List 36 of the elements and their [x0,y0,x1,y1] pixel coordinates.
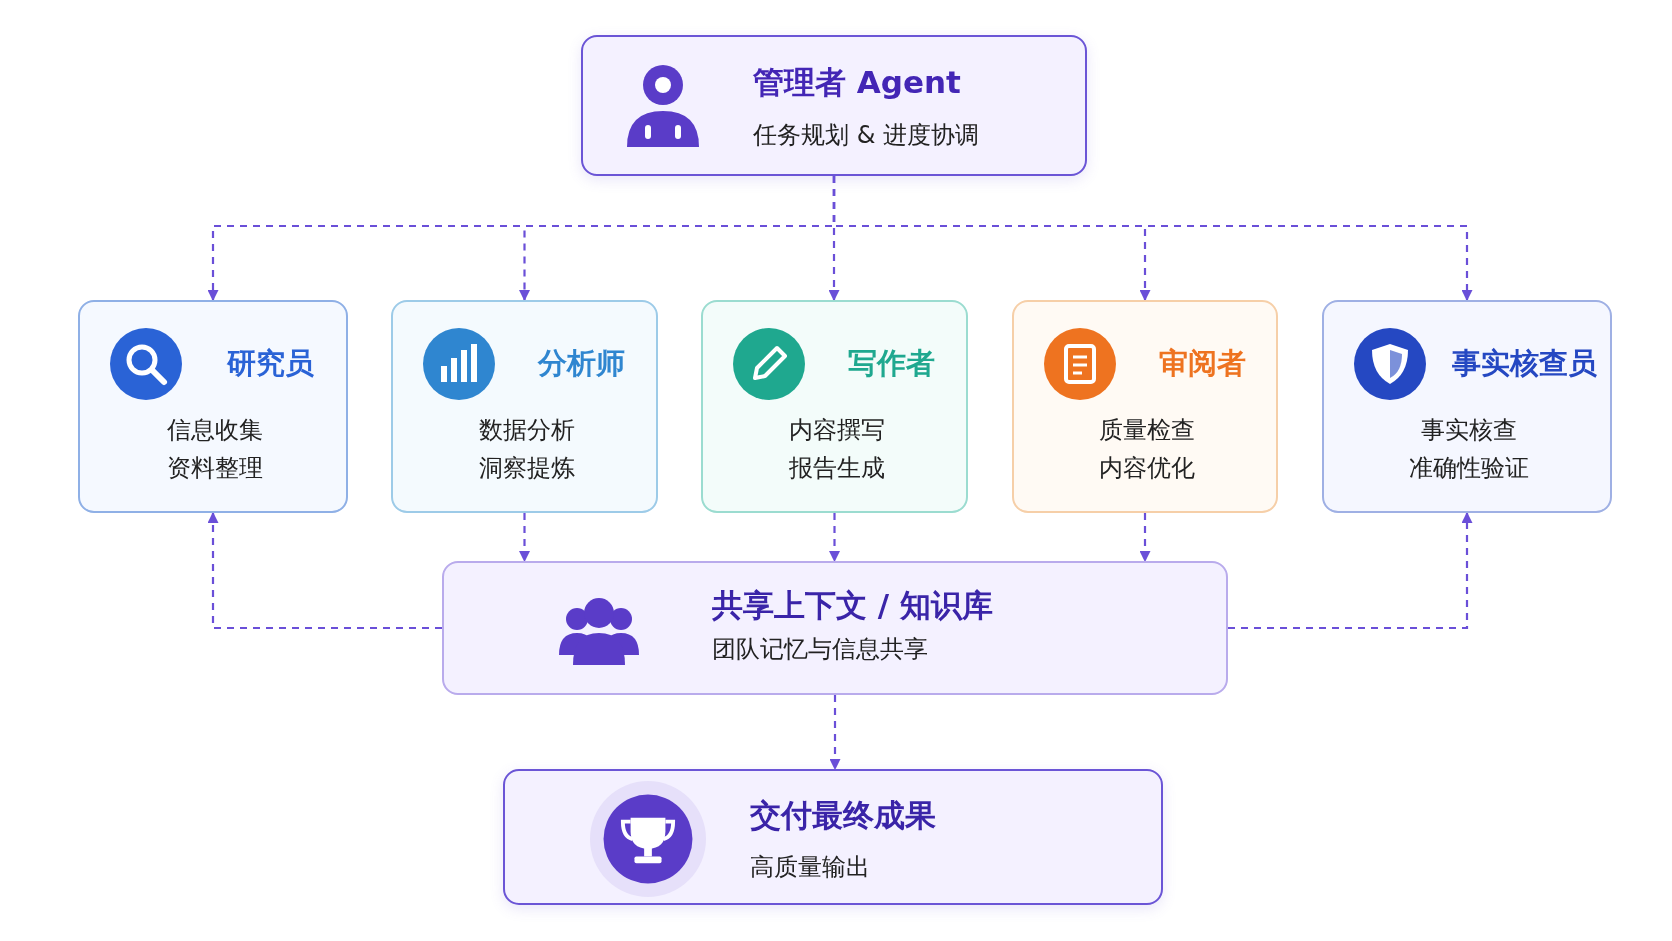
body-text: 内容优化 [1098,453,1196,484]
body-text: 内容撰写 [787,415,886,446]
subtitle-text: 团队记忆与信息共享 [712,634,928,665]
title-text: 审阅者 [1157,345,1247,382]
knowledge-base-box [442,561,1228,695]
arrow [829,513,840,563]
body-text: 资料整理 [166,453,264,484]
output-box [503,769,1163,905]
body-text: 信息收集 [166,415,264,446]
body-text: 事实核查 [1420,415,1518,446]
title-text: 共享上下文 / 知识库 [712,586,993,625]
title-text: 写作者 [847,345,936,382]
agent-card [701,300,968,513]
subtitle-text: 高质量输出 [750,852,870,883]
title-text: 分析师 [536,345,626,382]
title-text: 研究员 [225,345,315,382]
title-text: 管理者 Agent [753,63,961,102]
agent-card [391,300,658,513]
subtitle-text: 任务规划 & 进度协调 [753,120,979,151]
body-text: 质量检查 [1098,415,1196,446]
body-text: 数据分析 [477,415,576,446]
body-text: 报告生成 [787,453,886,484]
manager-box [581,35,1087,176]
title-text: 交付最终成果 [750,796,936,835]
agent-card [78,300,348,513]
body-text: 洞察提炼 [477,453,576,484]
arrow [519,513,530,563]
body-text: 准确性验证 [1408,453,1530,484]
agent-card [1012,300,1278,513]
arrow [207,511,442,630]
arrow [829,695,841,771]
arrow [1228,511,1473,630]
arrow [1139,513,1151,563]
arrow [832,176,1473,302]
agent-card [1322,300,1612,513]
title-text: 事实核查员 [1450,345,1598,382]
